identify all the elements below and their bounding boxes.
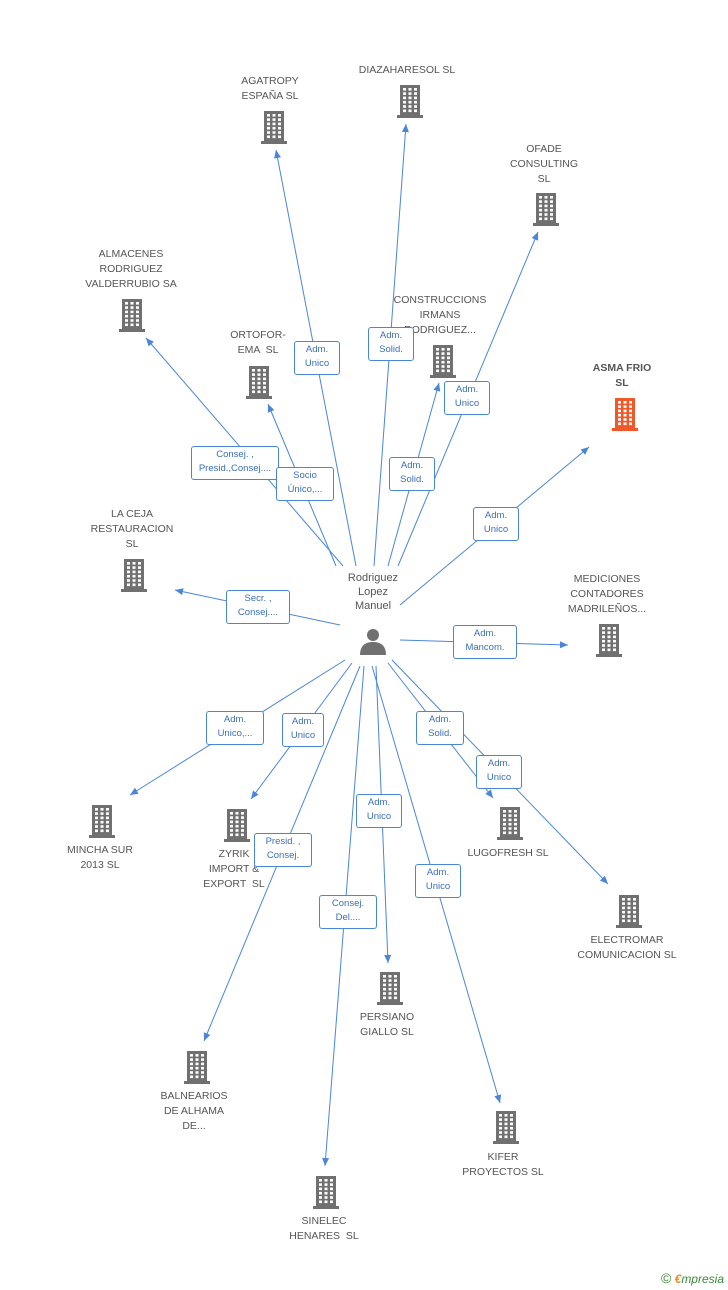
- company-name-asmafrio[interactable]: ASMA FRIO SL: [592, 362, 652, 389]
- brand-logo-text: mpresia: [681, 1272, 724, 1286]
- arrowhead-construccions: [433, 383, 441, 392]
- person-name: Rodriguez Lopez Manuel: [347, 572, 399, 612]
- arrowhead-almacenes: [146, 338, 154, 347]
- role-label-ofade[interactable]: Adm. Unico: [444, 381, 490, 415]
- role-label-kifer[interactable]: Adm. Unico: [415, 864, 461, 898]
- building-icon-kifer[interactable]: [490, 1109, 522, 1145]
- building-icon-sinelec[interactable]: [310, 1174, 342, 1210]
- building-icon-almacenes[interactable]: [116, 297, 148, 333]
- arrowhead-mediciones: [559, 641, 568, 649]
- building-icon-lugofresh[interactable]: [494, 805, 526, 841]
- role-label-ortoforema[interactable]: Socio Único,...: [276, 467, 334, 501]
- company-name-balnearios[interactable]: BALNEARIOS DE ALHAMA DE...: [160, 1090, 228, 1132]
- arrowhead-asmafrio: [580, 447, 589, 455]
- arrowhead-persiano: [384, 954, 392, 963]
- role-label-construccions[interactable]: Adm. Solid.: [389, 457, 435, 491]
- company-name-agatropy[interactable]: AGATROPY ESPAÑA SL: [241, 75, 299, 102]
- building-icon-mincha[interactable]: [86, 803, 118, 839]
- role-label-mediciones[interactable]: Adm. Mancom.: [453, 625, 517, 659]
- building-icon-zyrik[interactable]: [221, 807, 253, 843]
- building-icon-ofade[interactable]: [530, 191, 562, 227]
- role-label-diazaharesol[interactable]: Adm. Solid.: [368, 327, 414, 361]
- company-name-sinelec[interactable]: SINELEC HENARES SL: [289, 1215, 359, 1242]
- arrowhead-zyrik: [251, 790, 259, 799]
- arrowhead-balnearios: [203, 1032, 211, 1041]
- company-name-persiano[interactable]: PERSIANO GIALLO SL: [359, 1011, 415, 1038]
- role-label-balnearios[interactable]: Presid. , Consej.: [254, 833, 312, 867]
- role-label-electromar[interactable]: Adm. Unico: [476, 755, 522, 789]
- company-name-construccions[interactable]: CONSTRUCCIONS IRMANS RODRIGUEZ...: [393, 294, 487, 336]
- building-icon-mediciones[interactable]: [593, 622, 625, 658]
- role-label-laceja[interactable]: Secr. , Consej....: [226, 590, 290, 624]
- company-name-diazaharesol[interactable]: DIAZAHARESOL SL: [358, 64, 456, 76]
- role-label-sinelec[interactable]: Consej. Del....: [319, 895, 377, 929]
- company-name-zyrik[interactable]: ZYRIK IMPORT & EXPORT SL: [203, 848, 265, 890]
- building-icon-laceja[interactable]: [118, 557, 150, 593]
- building-icon-balnearios[interactable]: [181, 1049, 213, 1085]
- arrowhead-electromar: [599, 875, 608, 884]
- company-name-ortoforema[interactable]: ORTOFOR- EMA SL: [230, 329, 286, 356]
- building-icon-asmafrio[interactable]: [609, 396, 641, 432]
- role-label-persiano[interactable]: Adm. Unico: [356, 794, 402, 828]
- person-icon: [360, 629, 386, 655]
- arrowhead-lugofresh: [485, 789, 493, 798]
- arrowhead-diazaharesol: [401, 124, 409, 133]
- company-name-mediciones[interactable]: MEDICIONES CONTADORES MADRILEÑOS...: [567, 573, 647, 615]
- brand-logo-initial: €: [674, 1272, 682, 1286]
- arrowhead-ofade: [531, 232, 539, 241]
- company-name-almacenes[interactable]: ALMACENES RODRIGUEZ VALDERRUBIO SA: [85, 248, 177, 290]
- arrowhead-sinelec: [322, 1157, 330, 1166]
- role-label-asmafrio[interactable]: Adm. Unico: [473, 507, 519, 541]
- role-label-agatropy[interactable]: Adm. Unico: [294, 341, 340, 375]
- company-name-lugofresh[interactable]: LUGOFRESH SL: [467, 847, 549, 859]
- building-icon-ortoforema[interactable]: [243, 364, 275, 400]
- company-name-electromar[interactable]: ELECTROMAR COMUNICACION SL: [577, 934, 677, 961]
- person-node[interactable]: [358, 626, 388, 656]
- building-icon-diazaharesol[interactable]: [394, 83, 426, 119]
- arrowhead-laceja: [175, 588, 184, 596]
- role-label-lugofresh[interactable]: Adm. Solid.: [416, 711, 464, 745]
- arrowhead-agatropy: [274, 150, 281, 159]
- company-name-ofade[interactable]: OFADE CONSULTING SL: [509, 143, 579, 185]
- building-icon-construccions[interactable]: [427, 343, 459, 379]
- copyright-icon: ©: [660, 1270, 672, 1286]
- brand-footer: © €mpresia: [661, 1270, 724, 1286]
- building-icon-persiano[interactable]: [374, 970, 406, 1006]
- arrowhead-mincha: [130, 787, 139, 795]
- building-icon-electromar[interactable]: [613, 893, 645, 929]
- company-name-mincha[interactable]: MINCHA SUR 2013 SL: [67, 844, 133, 871]
- building-icon-agatropy[interactable]: [258, 109, 290, 145]
- role-label-almacenes[interactable]: Consej. , Presid.,Consej....: [191, 446, 279, 480]
- arrowhead-ortoforema: [267, 404, 275, 413]
- company-name-laceja[interactable]: LA CEJA RESTAURACION SL: [90, 508, 174, 550]
- role-label-mincha[interactable]: Adm. Unico,...: [206, 711, 264, 745]
- company-name-kifer[interactable]: KIFER PROYECTOS SL: [462, 1151, 544, 1178]
- role-label-zyrik[interactable]: Adm. Unico: [282, 713, 324, 747]
- arrowhead-kifer: [494, 1094, 502, 1103]
